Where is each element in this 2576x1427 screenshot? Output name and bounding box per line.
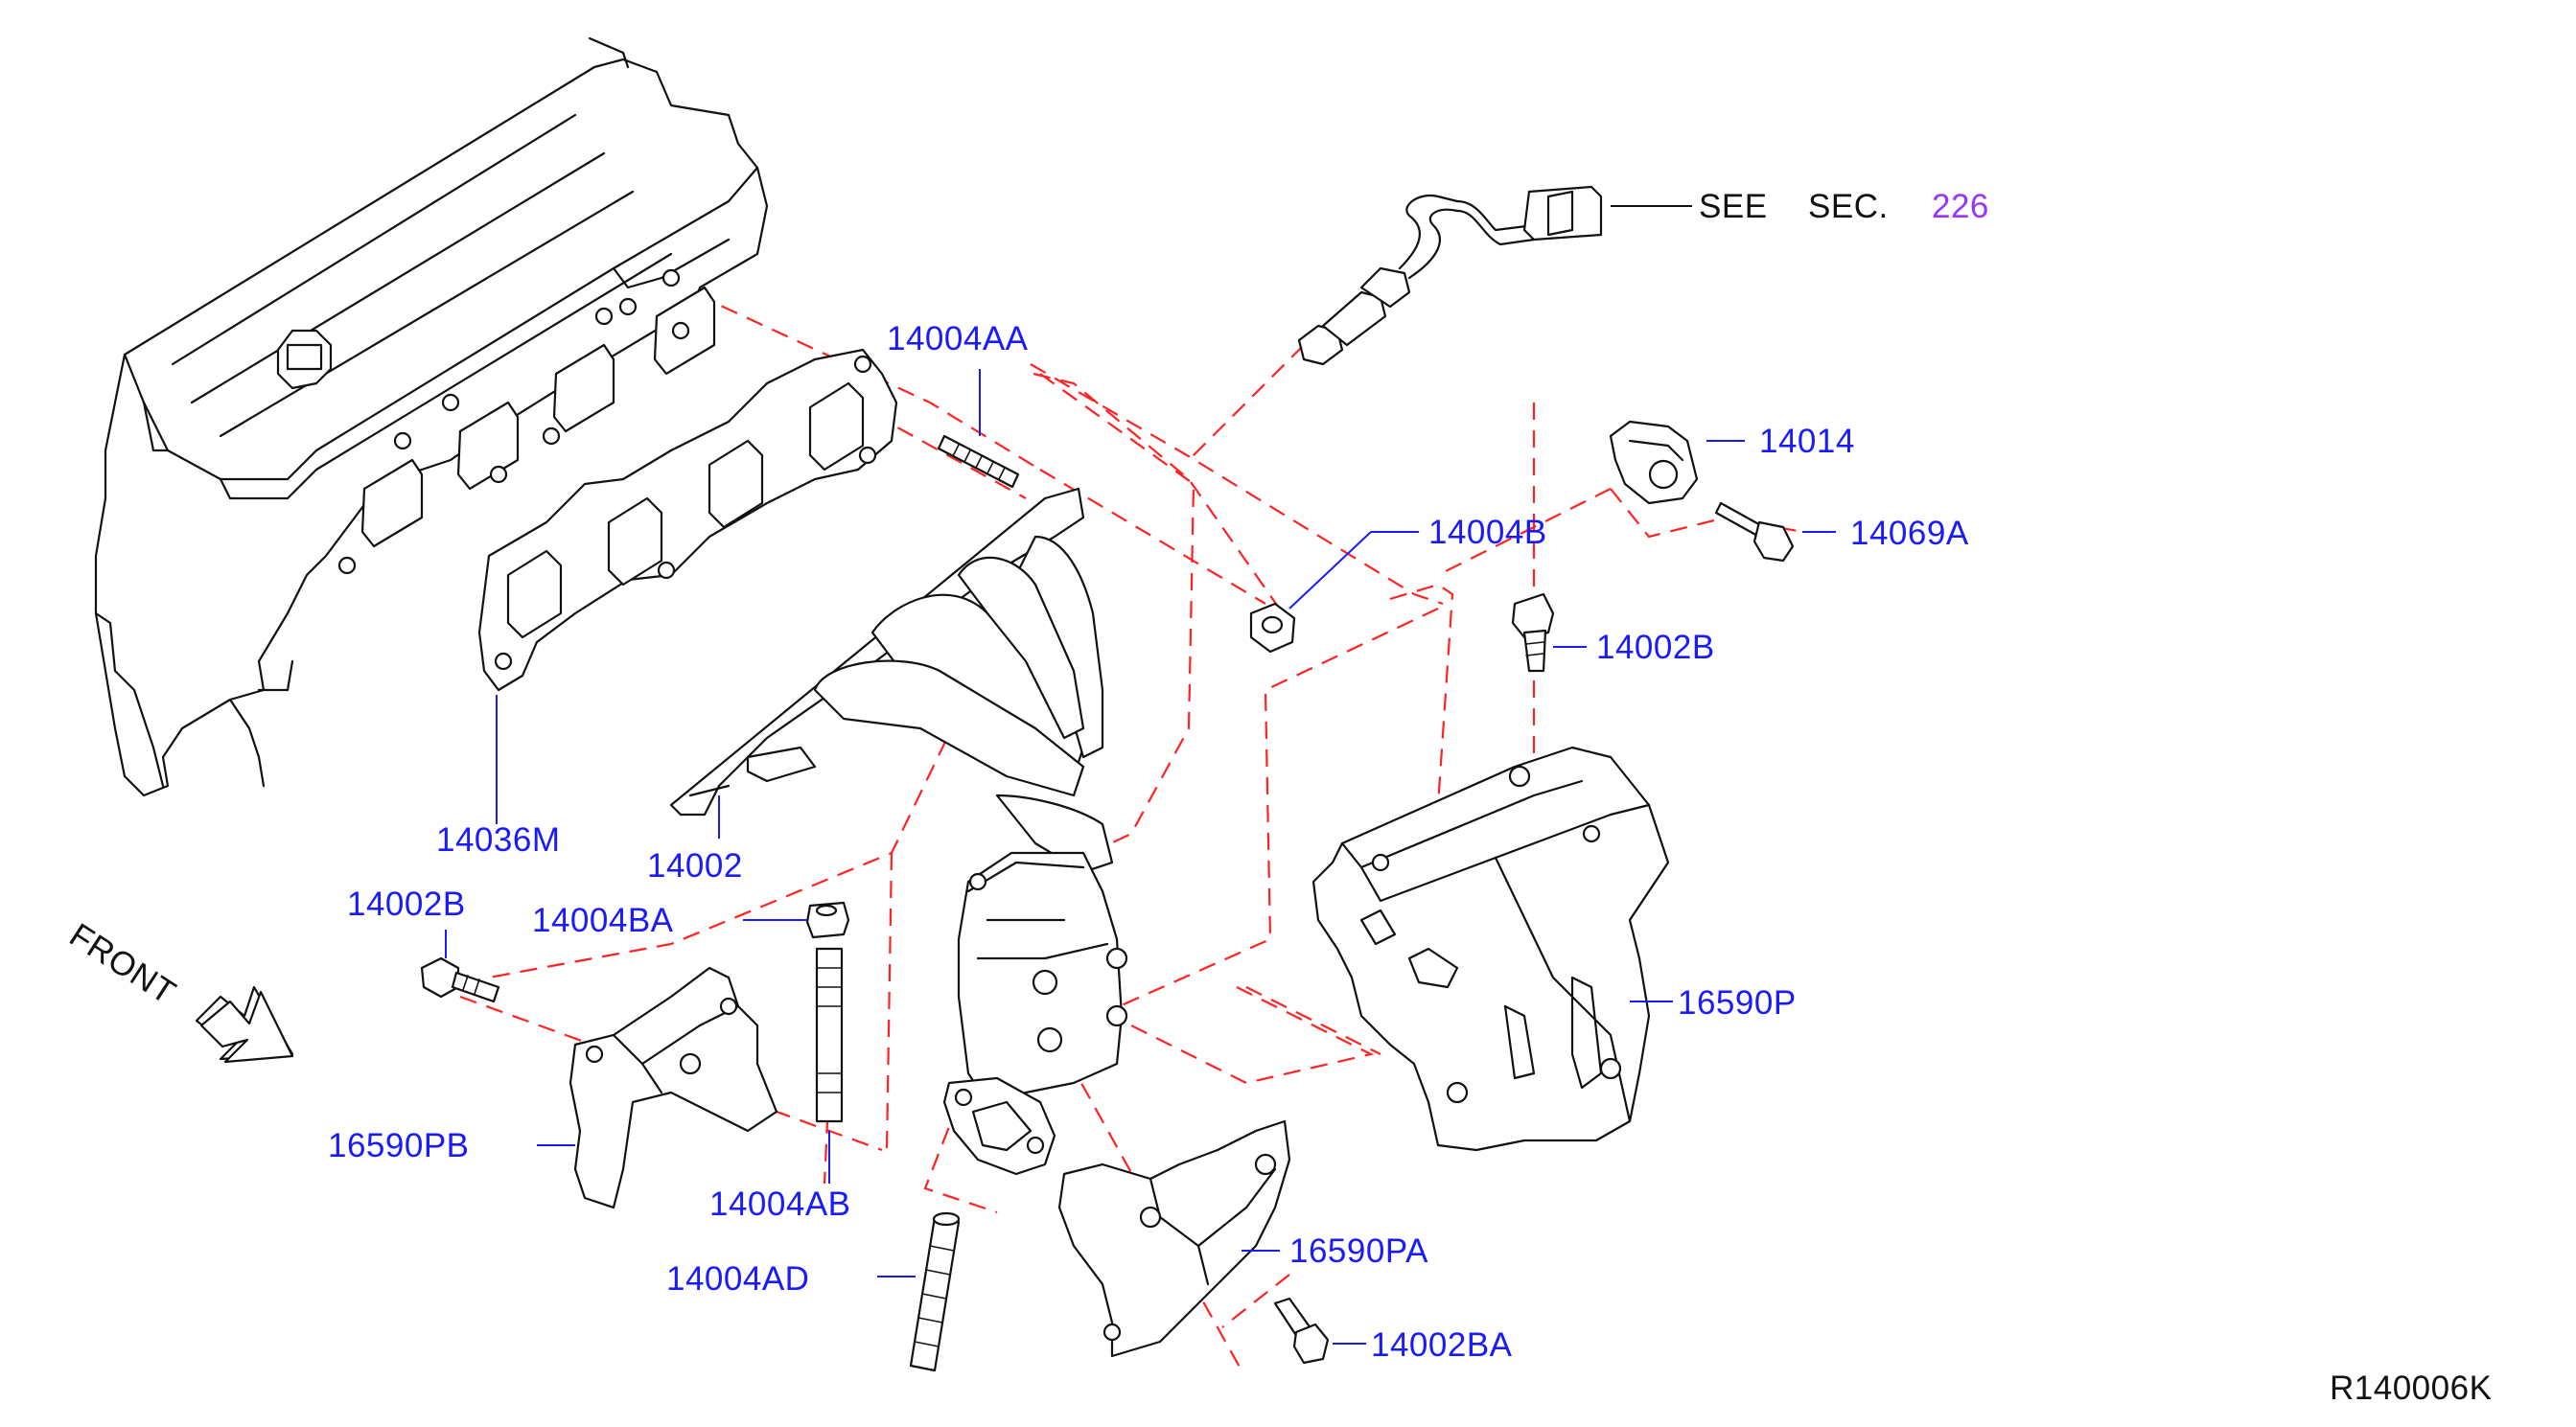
part-label-14002BA[interactable]: 14002BA — [1371, 1326, 1513, 1364]
bolt-14069A — [1714, 501, 1795, 563]
part-label-14004AD[interactable]: 14004AD — [666, 1260, 809, 1298]
heat-shield-16590PA — [1057, 1119, 1291, 1358]
front-label: FRONT — [63, 916, 182, 1012]
part-label-14002B-left[interactable]: 14002B — [347, 886, 466, 923]
nut-14004B — [1249, 602, 1296, 654]
stud-14004AB — [805, 901, 850, 1123]
sensor-14014 — [1609, 420, 1699, 505]
bolt-14002B-left — [420, 956, 500, 1003]
bolt-14002B-right — [1511, 592, 1555, 673]
bracket-16590PB — [569, 966, 778, 1209]
part-label-14014[interactable]: 14014 — [1759, 423, 1855, 460]
part-label-14002[interactable]: 14002 — [647, 847, 743, 885]
section-reference-link[interactable]: 226 — [1932, 188, 1989, 225]
part-label-16590PB[interactable]: 16590PB — [328, 1127, 470, 1164]
heat-shield-16590P — [1311, 746, 1670, 1152]
part-label-14004BA[interactable]: 14004BA — [532, 902, 674, 939]
stud-14004AD — [909, 1211, 961, 1372]
front-arrow-icon — [195, 985, 294, 1064]
manifold-gasket — [477, 348, 898, 692]
part-label-14036M[interactable]: 14036M — [436, 821, 560, 859]
leader-lines — [445, 205, 1836, 1345]
part-label-14069A[interactable]: 14069A — [1850, 515, 1969, 552]
part-label-14004B[interactable]: 14004B — [1428, 514, 1547, 551]
part-label-14004AB[interactable]: 14004AB — [709, 1185, 851, 1223]
bolt-14002BA — [1273, 1297, 1330, 1365]
cylinder-head — [94, 36, 769, 797]
part-label-14002B-right[interactable]: 14002B — [1596, 629, 1715, 666]
part-label-16590PA[interactable]: 16590PA — [1289, 1232, 1428, 1270]
see-label: SEE — [1699, 188, 1768, 225]
oxygen-sensor — [1297, 185, 1603, 366]
stud-14004AA — [937, 434, 1020, 489]
diagram-code: R140006K — [2330, 1369, 2492, 1407]
sec-label: SEC. — [1808, 188, 1889, 225]
exhaust-manifold — [669, 487, 1128, 1176]
part-label-16590P[interactable]: 16590P — [1678, 984, 1797, 1022]
part-label-14004AA[interactable]: 14004AA — [887, 320, 1029, 357]
